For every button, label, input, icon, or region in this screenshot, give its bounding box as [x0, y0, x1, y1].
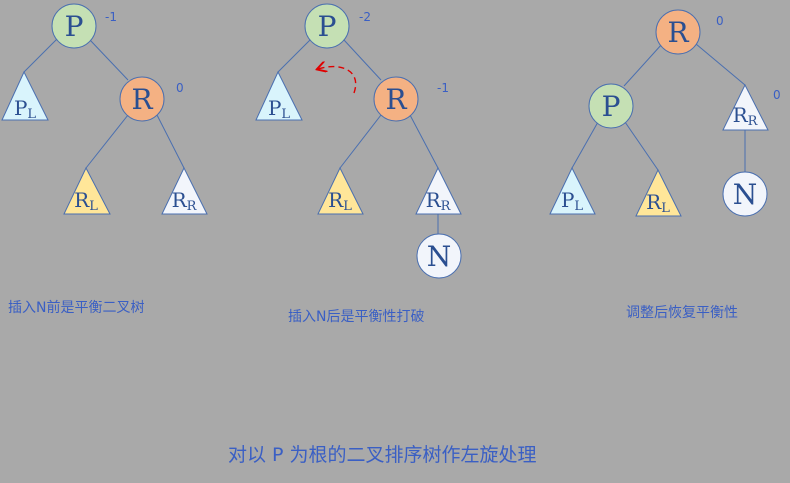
node-n	[722, 171, 768, 217]
edge	[277, 37, 313, 73]
edge	[695, 43, 746, 86]
subtree-pl-label: PL	[268, 96, 290, 122]
node-p	[588, 83, 634, 129]
balance-factor: -1	[105, 10, 117, 24]
node-r-label: R	[131, 83, 153, 116]
edge	[89, 39, 129, 81]
balance-factor: 0	[176, 81, 184, 95]
subtree-rr	[415, 166, 462, 215]
node-p	[304, 3, 350, 49]
subtree-rr-label: RR	[733, 103, 759, 129]
subtree-pl-label: PL	[561, 188, 583, 214]
edge	[343, 39, 382, 81]
edge	[85, 114, 129, 169]
node-n-label: N	[427, 240, 452, 273]
caption-after-rotate: 调整后恢复平衡性	[626, 304, 738, 321]
subtree-pl	[1, 70, 49, 121]
subtree-rr	[722, 83, 769, 131]
node-n-label: N	[733, 178, 758, 211]
tree-after-rotation: R 0 P RR 0 PL RL N	[549, 9, 781, 217]
edge	[409, 114, 439, 169]
node-p-label: P	[65, 10, 84, 43]
subtree-rl	[63, 166, 111, 215]
subtree-rl	[317, 166, 364, 215]
edge	[623, 43, 663, 87]
balance-factor: -1	[437, 81, 449, 95]
tree-after-insert: P -2 R -1 PL RL RR N	[255, 3, 462, 279]
subtree-pl	[255, 70, 303, 121]
diagram-title: 对以 P 为根的二叉排序树作左旋处理	[228, 444, 537, 466]
tree-before-insert: P -1 R 0 PL RL RR	[1, 3, 208, 215]
balance-factor: 0	[716, 14, 724, 28]
node-r	[373, 76, 419, 122]
edge	[571, 121, 599, 169]
edge	[339, 114, 382, 169]
subtree-rr-label: RR	[426, 188, 452, 214]
balance-factor: 0	[773, 88, 781, 102]
node-p-label: P	[318, 10, 337, 43]
balance-factor: -2	[359, 10, 371, 24]
subtree-pl	[549, 166, 596, 215]
subtree-pl-label: PL	[14, 96, 36, 122]
node-r	[119, 76, 165, 122]
edge	[156, 114, 185, 169]
subtree-rl	[635, 168, 682, 217]
node-r	[655, 9, 701, 55]
node-r-label: R	[667, 16, 689, 49]
subtree-rl-label: RL	[328, 188, 352, 214]
node-p	[51, 3, 97, 49]
edge	[624, 121, 659, 171]
subtree-rl-label: RL	[74, 188, 98, 214]
edge	[23, 37, 59, 73]
caption-before: 插入N前是平衡二叉树	[8, 299, 144, 316]
caption-after-insert: 插入N后是平衡性打破	[288, 308, 424, 325]
node-p-label: P	[602, 90, 621, 123]
subtree-rr	[161, 166, 208, 215]
rotation-arrow	[318, 67, 357, 94]
node-n	[416, 233, 462, 279]
subtree-rl-label: RL	[646, 190, 670, 216]
subtree-rr-label: RR	[172, 188, 198, 214]
node-r-label: R	[385, 83, 407, 116]
